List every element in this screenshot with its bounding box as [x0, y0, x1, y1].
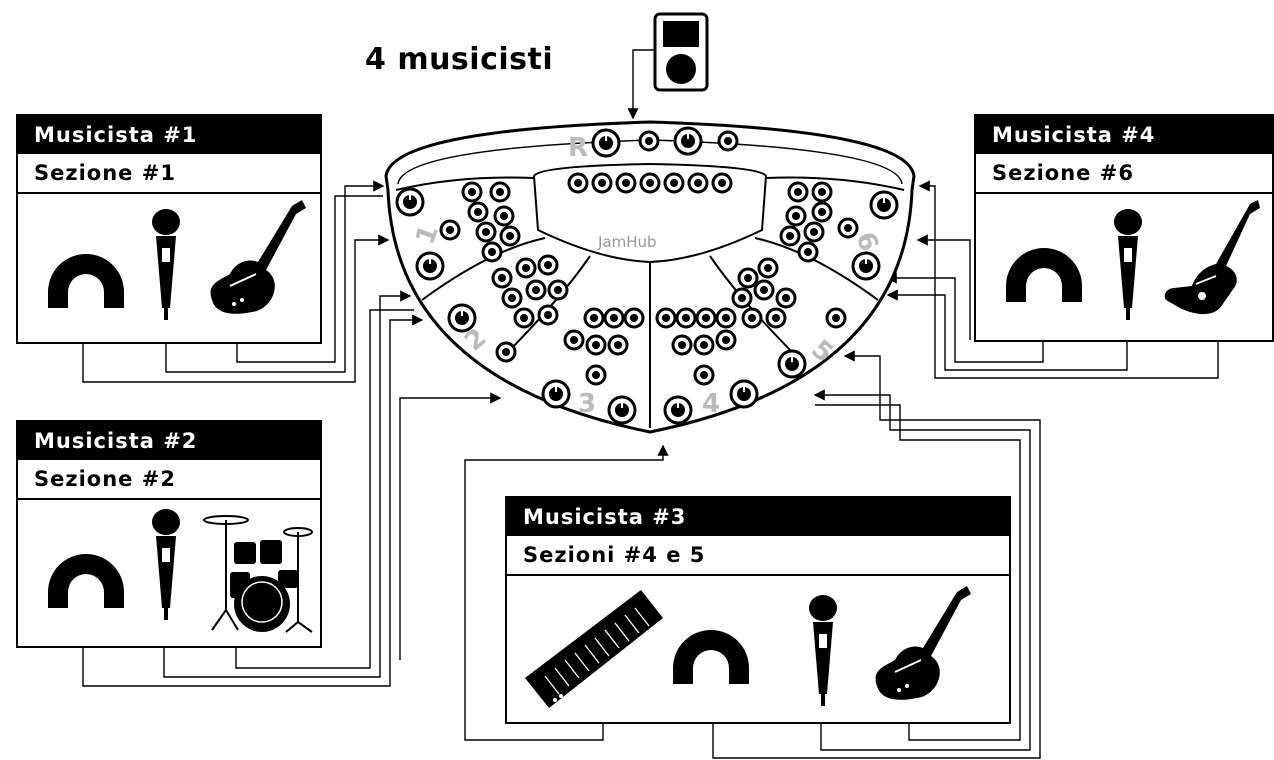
- musician-2-title: Musicista #2: [18, 422, 320, 460]
- media-player-icon: [653, 12, 709, 92]
- musician-4-title: Musicista #4: [976, 116, 1272, 154]
- musician-2-panel: Musicista #2 Sezione #2: [16, 420, 322, 648]
- microphone-icon: [152, 509, 180, 620]
- cable-media-player: [627, 49, 655, 120]
- cable-m3-headphones: [712, 350, 1041, 759]
- headphones-icon: [673, 630, 749, 684]
- headphones-icon: [48, 254, 124, 308]
- cable-m4-extra: [916, 234, 971, 340]
- headphones-icon: [1006, 248, 1082, 302]
- microphone-icon: [1114, 209, 1142, 320]
- microphone-icon: [152, 209, 180, 320]
- electric-guitar-icon: [210, 200, 306, 314]
- musician-1-panel: Musicista #1 Sezione #1: [16, 114, 322, 344]
- cable-m2-mic: [163, 290, 412, 678]
- musician-3-title: Musicista #3: [507, 498, 1009, 536]
- musician-3-panel: Musicista #3 Sezioni #4 e 5: [505, 496, 1011, 724]
- cable-m3-keyboard: [464, 444, 669, 741]
- musician-4-section: Sezione #6: [976, 154, 1272, 194]
- cable-m2-headphones: [82, 314, 424, 687]
- musician-3-section: Sezioni #4 e 5: [507, 536, 1009, 576]
- jamhub-logo: JamHub: [597, 233, 657, 251]
- headphones-icon: [48, 554, 124, 608]
- drum-kit-icon: [203, 515, 313, 633]
- cable-m2-extra: [399, 392, 502, 660]
- section-4-label: 4: [702, 389, 720, 419]
- cable-m1-headphones: [82, 234, 390, 383]
- cable-m3-guitar: [815, 404, 1021, 741]
- musician-1-title: Musicista #1: [18, 116, 320, 154]
- cable-m4-headphones: [885, 272, 1044, 363]
- musician-2-section: Sezione #2: [18, 460, 320, 500]
- cable-m1-mic: [165, 180, 385, 373]
- hub-master-label: R: [568, 133, 588, 163]
- musician-1-section: Sezione #1: [18, 154, 320, 194]
- jamhub-console: R 1 2 3 4 5 6 JamHub: [384, 120, 916, 434]
- keyboard-icon: [525, 590, 663, 708]
- cable-m2-drums: [235, 309, 414, 669]
- cable-m4-bass: [918, 180, 1219, 379]
- cable-m4-mic: [886, 289, 1128, 371]
- bass-guitar-icon: [1164, 200, 1260, 315]
- cable-m3-mic: [813, 389, 1031, 751]
- section-3-label: 3: [578, 389, 596, 419]
- cable-m1-guitar: [236, 195, 383, 363]
- microphone-icon: [809, 595, 837, 706]
- cables: [82, 49, 1219, 759]
- musician-4-panel: Musicista #4 Sezione #6: [974, 114, 1274, 342]
- electric-guitar-icon: [875, 586, 971, 700]
- page-title: 4 musicisti: [365, 42, 554, 77]
